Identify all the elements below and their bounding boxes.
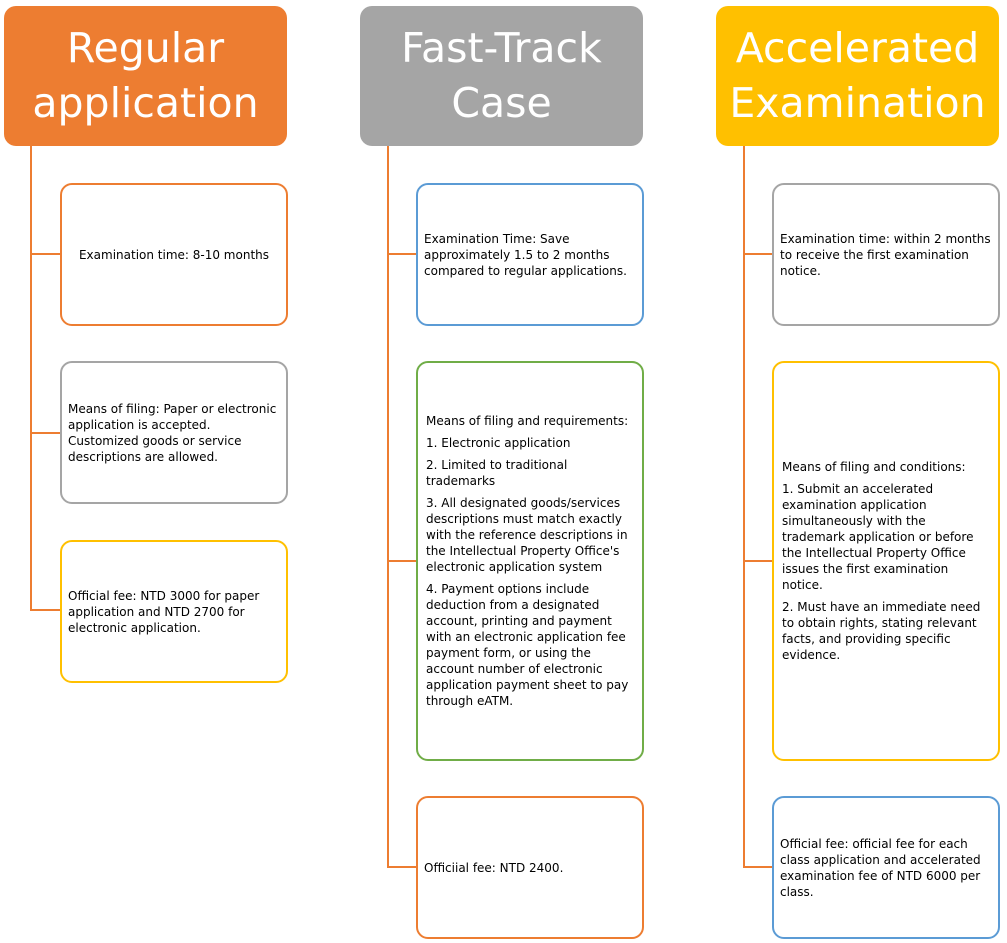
- requirement-item: 4. Payment options include deduction fro…: [426, 582, 629, 708]
- header-line-1: Fast-Track: [401, 24, 602, 72]
- requirement-item: 2. Limited to traditional trademarks: [426, 458, 568, 488]
- connector-branch: [387, 253, 416, 255]
- connector-branch: [387, 560, 416, 562]
- examination-time-box: Examination time: 8-10 months: [60, 183, 288, 326]
- connector-branch: [30, 609, 60, 611]
- regular-application-header: Regular application: [4, 6, 287, 146]
- connector-branch: [743, 866, 772, 868]
- box-text: Official fee: official fee for each clas…: [780, 836, 981, 899]
- box-text: Examination time: within 2 months to rec…: [780, 231, 991, 278]
- filing-means-box: Means of filing: Paper or electronic app…: [60, 361, 288, 504]
- connector-branch: [30, 432, 60, 434]
- box-text: Means of filing and requirements:: [426, 414, 629, 428]
- box-text: Means of filing: Paper or electronic app…: [68, 401, 277, 464]
- header-line-2: Examination: [729, 79, 986, 127]
- official-fee-box: Official fee: NTD 3000 for paper applica…: [60, 540, 288, 683]
- official-fee-box: Official fee: official fee for each clas…: [772, 796, 1000, 939]
- box-text: Officiial fee: NTD 2400.: [424, 860, 564, 875]
- condition-item: 2. Must have an immediate need to obtain…: [782, 600, 981, 662]
- connector-branch: [387, 866, 416, 868]
- header-line-2: application: [32, 79, 259, 127]
- box-text: Official fee: NTD 3000 for paper applica…: [68, 588, 260, 635]
- filing-conditions-box: Means of filing and conditions: 1. Submi…: [772, 361, 1000, 761]
- connector-branch: [743, 560, 772, 562]
- box-text: Means of filing and conditions:: [782, 460, 966, 474]
- condition-item: 1. Submit an accelerated examination app…: [782, 482, 974, 592]
- requirement-item: 1. Electronic application: [426, 436, 571, 450]
- box-text: Examination time: 8-10 months: [78, 247, 270, 262]
- fast-track-case-header: Fast-Track Case: [360, 6, 643, 146]
- connector-branch: [743, 253, 772, 255]
- requirement-item: 3. All designated goods/services descrip…: [426, 496, 628, 574]
- connector-branch: [30, 253, 60, 255]
- box-text: Examination Time: Save approximately 1.5…: [424, 231, 627, 278]
- header-line-1: Regular: [66, 24, 225, 72]
- examination-time-box: Examination Time: Save approximately 1.5…: [416, 183, 644, 326]
- filing-requirements-box: Means of filing and requirements: 1. Ele…: [416, 361, 644, 761]
- connector-trunk: [743, 146, 745, 868]
- connector-trunk: [387, 146, 389, 868]
- connector-trunk: [30, 146, 32, 611]
- examination-time-box: Examination time: within 2 months to rec…: [772, 183, 1000, 326]
- accelerated-examination-header: Accelerated Examination: [716, 6, 999, 146]
- header-line-1: Accelerated: [735, 24, 980, 72]
- header-line-2: Case: [451, 79, 552, 127]
- official-fee-box: Officiial fee: NTD 2400.: [416, 796, 644, 939]
